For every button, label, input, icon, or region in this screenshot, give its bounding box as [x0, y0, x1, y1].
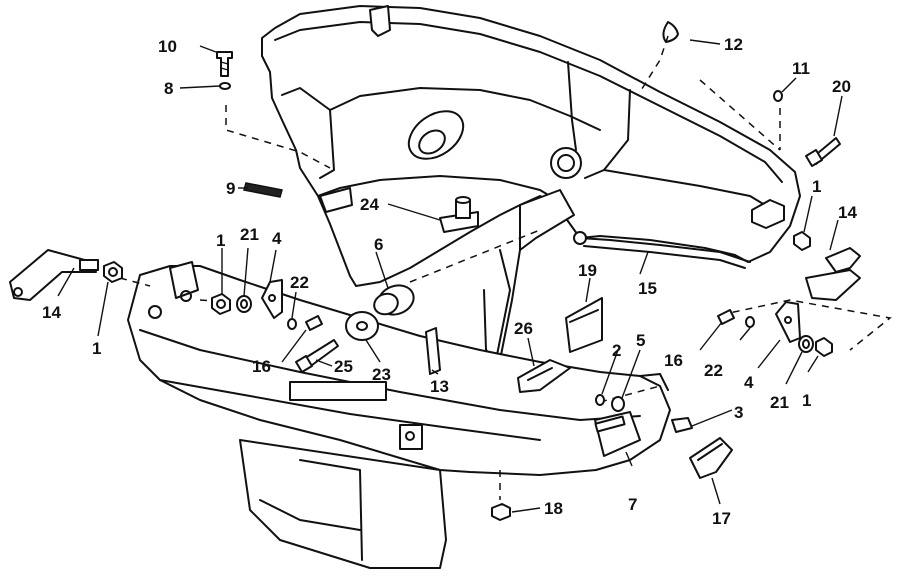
part-grommet-17 [689, 437, 733, 479]
part-grommet-23 [345, 311, 379, 341]
part-clip-12 [662, 21, 679, 43]
part-washer-22-right [745, 316, 755, 328]
callout-3: 3 [734, 403, 743, 422]
callout-15: 15 [638, 279, 657, 298]
callout-22-right: 22 [704, 361, 723, 380]
callout-10: 10 [158, 37, 177, 56]
callout-9: 9 [226, 179, 235, 198]
callout-14-left: 14 [42, 303, 61, 322]
callout-14-right: 14 [838, 203, 857, 222]
callout-24: 24 [360, 195, 379, 214]
callout-16-right: 16 [664, 351, 683, 370]
callout-21-left: 21 [240, 225, 259, 244]
part-bushing-6 [373, 284, 415, 316]
callout-1-upper-right: 1 [812, 177, 821, 196]
part-bracket-19 [565, 297, 603, 353]
lower-motor-cover [127, 261, 671, 569]
callout-1-left: 1 [92, 339, 101, 358]
part-bracket-4-right [775, 301, 801, 343]
part-seal-13 [425, 327, 441, 375]
callout-18: 18 [544, 499, 563, 518]
part-screw-3 [671, 417, 693, 433]
callout-1-lower-right: 1 [802, 391, 811, 410]
callout-2: 2 [612, 341, 621, 360]
callout-16-left: 16 [252, 357, 271, 376]
part-screw-16-right [717, 309, 735, 325]
callout-17: 17 [712, 509, 731, 528]
callout-22-left: 22 [290, 273, 309, 292]
callout-4-left: 4 [272, 229, 282, 248]
callout-13: 13 [430, 377, 449, 396]
part-washer-5 [611, 396, 625, 412]
callout-20: 20 [832, 77, 851, 96]
callout-23: 23 [372, 365, 391, 384]
part-washer-2 [595, 394, 605, 406]
part-bumper-26 [517, 359, 571, 393]
part-screw-10 [216, 51, 233, 77]
leader-lines [57, 39, 843, 513]
part-screw-24 [439, 196, 479, 233]
callout-12: 12 [724, 35, 743, 54]
callout-5: 5 [636, 331, 645, 350]
callout-11: 11 [792, 59, 810, 78]
callout-1-mid: 1 [216, 231, 225, 250]
callout-19: 19 [578, 261, 597, 280]
part-washer-21-right [798, 335, 814, 353]
callout-7: 7 [628, 495, 637, 514]
part-bolt-20 [805, 137, 841, 167]
part-washer-22-left [287, 318, 297, 330]
part-bracket-4-left [261, 279, 283, 319]
part-stud-25 [295, 339, 339, 373]
part-nut-1-lower-right [815, 337, 833, 357]
callout-8: 8 [164, 79, 173, 98]
callout-4-right: 4 [744, 373, 754, 392]
part-screw-18 [491, 503, 511, 521]
part-seal-7 [594, 415, 626, 433]
part-washer-8 [219, 82, 231, 90]
part-washer-21-left [236, 295, 252, 313]
part-screw-16-left [305, 315, 323, 331]
part-nut-1-left [103, 261, 123, 283]
part-washer-11 [773, 90, 783, 102]
part-nut-1-mid [211, 293, 231, 315]
part-pad-9 [243, 182, 283, 198]
part-latch-handle-14-left [9, 249, 99, 301]
part-nut-1-upper-right [793, 231, 811, 251]
upper-motor-cover [261, 5, 801, 361]
callout-21-right: 21 [770, 393, 789, 412]
callout-labels: 10 8 9 12 11 20 1 14 24 6 14 1 1 21 4 22… [42, 35, 857, 528]
part-latch-handle-14-right [805, 247, 861, 301]
callout-25: 25 [334, 357, 353, 376]
callout-6: 6 [374, 235, 383, 254]
callout-26: 26 [514, 319, 533, 338]
